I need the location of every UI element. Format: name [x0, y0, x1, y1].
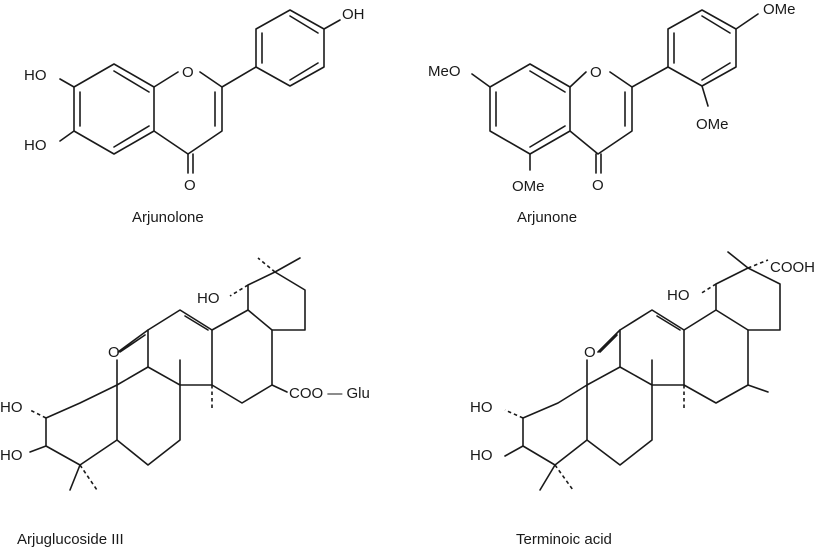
- structure-arjuglucoside-iii: HO O COO — Glu HO HO: [0, 257, 370, 491]
- label-ome: OMe: [763, 1, 796, 18]
- label-ho: HO: [0, 447, 23, 464]
- label-keto-oxygen: O: [184, 177, 196, 194]
- label-keto-oxygen: O: [584, 344, 596, 361]
- label-cooh: COOH: [770, 259, 815, 276]
- structure-arjunolone: OH HO HO O O: [24, 6, 365, 194]
- label-ho: HO: [470, 447, 493, 464]
- label-ome: OMe: [512, 178, 545, 195]
- structure-arjunone: OMe MeO O OMe OMe O: [428, 1, 796, 195]
- label-keto-oxygen: O: [108, 344, 120, 361]
- label-coo-glu: COO — Glu: [289, 385, 370, 402]
- label-meo: MeO: [428, 63, 461, 80]
- label-oh: OH: [342, 6, 365, 23]
- label-ho: HO: [24, 67, 47, 84]
- label-keto-oxygen: O: [592, 177, 604, 194]
- label-ho: HO: [24, 137, 47, 154]
- caption-arjunolone: Arjunolone: [132, 209, 204, 226]
- label-ho: HO: [667, 287, 690, 304]
- caption-arjuglucoside-iii: Arjuglucoside III: [17, 531, 124, 548]
- structure-terminoic-acid: COOH HO O HO HO: [470, 251, 815, 491]
- label-ome: OMe: [696, 116, 729, 133]
- label-ho: HO: [0, 399, 23, 416]
- label-ring-oxygen: O: [182, 64, 194, 81]
- label-ho: HO: [197, 290, 220, 307]
- caption-arjunone: Arjunone: [517, 209, 577, 226]
- label-ring-oxygen: O: [590, 64, 602, 81]
- caption-terminoic-acid: Terminoic acid: [516, 531, 612, 548]
- label-ho: HO: [470, 399, 493, 416]
